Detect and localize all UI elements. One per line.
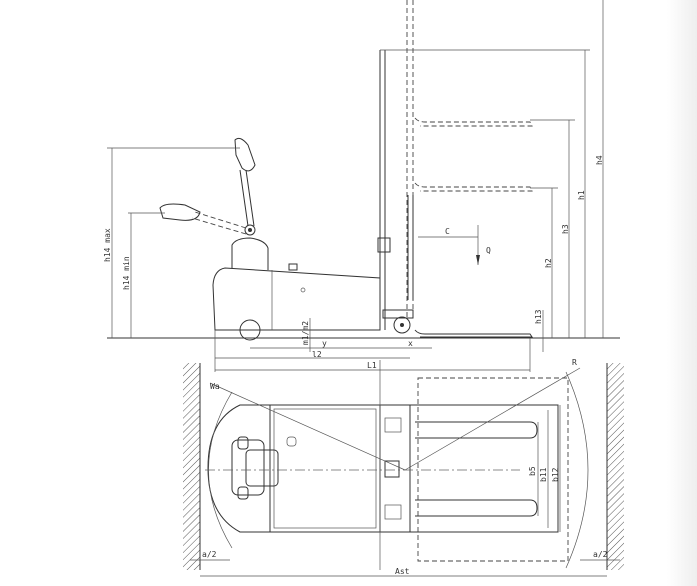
label-h2: h2 (544, 258, 553, 268)
label-b5: b5 (528, 466, 537, 476)
load-outline (417, 377, 569, 562)
label-R: R (572, 358, 577, 367)
label-x: x (408, 339, 413, 348)
side-view: C Q h2 h3 h1 h4 h13 h14 max h14 min (103, 0, 620, 372)
label-h14-min: h14 min (122, 256, 131, 290)
mast (377, 0, 414, 330)
label-h4: h4 (595, 155, 604, 165)
label-Wa: Wa (210, 382, 220, 391)
label-Ast: Ast (395, 567, 410, 576)
left-wall (183, 363, 200, 570)
tiller-handle (159, 137, 256, 236)
label-a2-left: a/2 (202, 550, 217, 559)
label-m1-m2: m1/m2 (301, 321, 310, 345)
wa-radius-line (209, 382, 406, 471)
label-h14-max: h14 max (103, 228, 112, 262)
forks (414, 117, 533, 338)
page-edge-shadow (667, 0, 697, 586)
label-b12: b12 (551, 467, 560, 482)
label-a2-right: a/2 (593, 550, 608, 559)
length-dimensions (214, 318, 531, 372)
tiller-head-top (231, 436, 279, 500)
fork-carriage-outline (409, 404, 559, 533)
tiller-end-outline (207, 404, 270, 533)
right-wall (607, 363, 624, 570)
fork-right (415, 499, 538, 517)
chassis-outline (269, 404, 381, 533)
r-radius-line (404, 367, 581, 471)
label-h1: h1 (577, 190, 586, 200)
label-Q: Q (486, 246, 491, 255)
label-h3: h3 (561, 224, 570, 234)
label-b11: b11 (539, 467, 548, 482)
label-y: y (322, 339, 327, 348)
label-L1: L1 (367, 361, 377, 370)
fork-left (415, 421, 538, 439)
top-view: Wa R b5 b11 b12 a/2 a/2 Ast (183, 358, 624, 577)
height-dimensions (107, 0, 604, 352)
label-l2: l2 (312, 350, 322, 359)
turning-arc-right (565, 371, 589, 569)
truck-body (212, 237, 414, 341)
turning-arc-left (208, 391, 233, 549)
label-h13: h13 (534, 309, 543, 324)
label-C: C (445, 227, 450, 236)
